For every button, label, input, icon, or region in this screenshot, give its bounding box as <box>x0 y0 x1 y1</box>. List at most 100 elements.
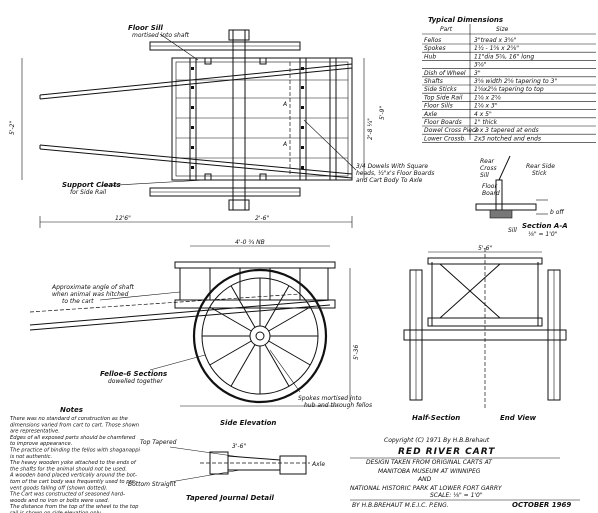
section-aa: Rear Cross Sill Rear Side Stick Floor Bo… <box>475 155 568 238</box>
notes-line: The practice of binding the fellos with … <box>10 448 140 454</box>
table-row-size: 3⅝ width 2⅝ tapering to 3" <box>474 78 557 85</box>
label-felloe-sections-2: dowelled together <box>108 378 163 385</box>
notes-line: the shafts for the animal should not be … <box>10 466 127 472</box>
title-author: BY H.B.BREHAUT M.E.I.C. P.ENG. <box>352 502 449 509</box>
dim-plan-side: 5'-9" <box>379 106 386 120</box>
notes-line: is not authentic. <box>10 454 52 460</box>
plan-shaft-bottom <box>39 144 353 175</box>
label-approx-angle-2: when animal was hitched <box>52 291 129 298</box>
label-dowels-2: heads, ½"x's Floor Boards <box>356 170 434 177</box>
dim-body-side: 2'-8 ¼" <box>367 118 374 140</box>
table-part-col: Part <box>440 26 453 33</box>
table-row-part: Axle <box>423 111 437 118</box>
notes-line: The heavy wooden yoke attached to the en… <box>10 460 137 466</box>
label-axle: Axle <box>311 461 325 468</box>
notes-line: The distance from the top of the wheel t… <box>10 504 139 510</box>
notes-line: dimensions varied from cart to cart. Tho… <box>10 422 139 428</box>
notes-line: tom of the cart body was frequently used… <box>10 479 137 485</box>
label-support-cleats-sub: for Side Rail <box>70 189 107 196</box>
dim-overall-length: 12'6" <box>115 215 131 222</box>
wheel-spoke <box>264 285 290 328</box>
label-rear-cross-sill-2: Cross <box>480 165 497 172</box>
dim-wheel-height: 5'-36 <box>353 345 360 360</box>
notes-line: Edges of all exposed parts should be cha… <box>10 435 136 441</box>
section-a-mark-bottom: A <box>282 141 287 148</box>
label-side-elevation: Side Elevation <box>220 419 276 427</box>
title-line4: NATIONAL HISTORIC PARK AT LOWER FORT GAR… <box>350 485 503 492</box>
label-sill: Sill <box>508 227 517 234</box>
table-row-part: Dish of Wheel <box>424 70 466 77</box>
table-heading: Typical Dimensions <box>428 16 503 24</box>
label-floor-board: Floor <box>482 183 497 190</box>
label-end-view: End View <box>500 414 537 422</box>
table-row-part: Lower Crossb. <box>424 135 466 142</box>
table-row-part: Shafts <box>424 78 443 85</box>
wheel-spoke <box>230 285 256 328</box>
table-row-size: 1½ - 1⅝ x 2⅝" <box>474 45 519 52</box>
label-top-tapered: Top Tapered <box>140 439 177 446</box>
label-section-scale: ⅛" = 1'0" <box>528 231 558 238</box>
label-section-aa: Section A-A <box>522 222 568 230</box>
title-scale: SCALE: ⅛" = 1'0" <box>430 492 483 499</box>
table-row-size: 1⅝ x 2⅝ <box>474 94 501 101</box>
label-half-section: Half-Section <box>412 414 460 422</box>
title-line2: MANITOBA MUSEUM AT WINNIPEG <box>378 468 481 475</box>
label-approx-angle: Approximate angle of shaft <box>51 284 135 291</box>
label-floor-sill: Floor Sill <box>128 24 164 32</box>
notes-line: are representative. <box>10 429 60 435</box>
notes-line: A wooden band placed vertically around t… <box>9 473 137 479</box>
label-floor-sill-sub: mortised into shaft <box>132 32 190 39</box>
plan-view: A A 12'6" 2'-6" 5'-2" 2'-8 ¼" 5'-9" Floo… <box>9 24 434 228</box>
table-row-part: Fellos <box>424 37 441 44</box>
wheel-spoke <box>268 340 311 366</box>
table-row-size: 3" <box>474 70 481 77</box>
title-line3: AND <box>417 476 432 483</box>
table-row-size: 3⅝" <box>474 62 487 69</box>
plan-shaft-top <box>39 63 353 96</box>
label-tapered-journal: Tapered Journal Detail <box>186 494 274 502</box>
table-row-part: Side Sticks <box>424 86 457 93</box>
dim-end-width: 5'-6" <box>478 245 492 252</box>
side-shaft <box>29 299 331 326</box>
table-row-size: 1⅝ x 3" <box>474 103 498 110</box>
table-size-col: Size <box>496 26 509 33</box>
notes: Notes There was no standard of construct… <box>9 406 140 513</box>
section-a-mark-top: A <box>282 101 287 108</box>
plan-axle <box>232 29 246 211</box>
table-row-size: 1⅝x2⅝ tapering to top <box>474 86 544 93</box>
table-row-size: 11"dia 5⅝, 16" long <box>474 53 534 60</box>
table-row-part: Top Side Rail <box>424 94 463 101</box>
label-spokes-mortised-2: hub and through fellos <box>304 402 372 409</box>
wheel-spoke <box>209 306 252 332</box>
label-rear-side-stick: Rear Side <box>526 163 555 170</box>
table-row-size: 1" thick <box>474 119 498 126</box>
wheel-spoke <box>230 344 256 387</box>
wheel-spoke <box>268 306 311 332</box>
label-bottom-straight: Bottom Straight <box>128 481 176 488</box>
side-elevation: 4'-0 ¾ NB 5'-36 Approximate angle of sha… <box>29 239 372 427</box>
label-spokes-mortised: Spokes mortised into <box>298 395 362 402</box>
notes-line: The Cart was constructed of seasoned har… <box>10 492 125 498</box>
table-row-part: Spokes <box>424 45 446 52</box>
label-rear-side-stick-2: Stick <box>532 170 547 177</box>
end-view: 5'-6" Half-Section End View <box>403 245 567 422</box>
title-line1: DESIGN TAKEN FROM ORIGINAL CARTS AT <box>366 459 493 466</box>
table-row-size: 3"tread x 3⅝" <box>474 37 517 44</box>
label-rear-cross-sill: Rear <box>480 158 495 165</box>
dim-side-width: 4'-0 ¾ NB <box>235 239 265 246</box>
label-felloe-sections: Felloe-6 Sections <box>100 370 167 378</box>
plan-body <box>171 57 353 181</box>
side-wheel-hub <box>249 325 271 347</box>
label-support-cleats: Support Cleats <box>62 181 121 189</box>
table-row-size: 2 x 3 tapered at ends <box>474 127 539 134</box>
wheel-spoke <box>264 344 290 387</box>
dim-wheel-span: 2'-6" <box>255 215 269 222</box>
dimensions-table: Typical Dimensions Part Size Fellos 3"tre… <box>422 16 596 143</box>
notes-line: to improve appearance. <box>10 441 72 447</box>
notes-line: vent goods falling off (shown dotted). <box>10 485 108 491</box>
title-block: Copyright (C) 1971 By H.B.Brehaut RED RI… <box>350 437 580 509</box>
dim-journal: 3'-6" <box>232 443 246 450</box>
notes-heading: Notes <box>60 406 83 414</box>
title-copyright: Copyright (C) 1971 By H.B.Brehaut <box>384 437 490 444</box>
